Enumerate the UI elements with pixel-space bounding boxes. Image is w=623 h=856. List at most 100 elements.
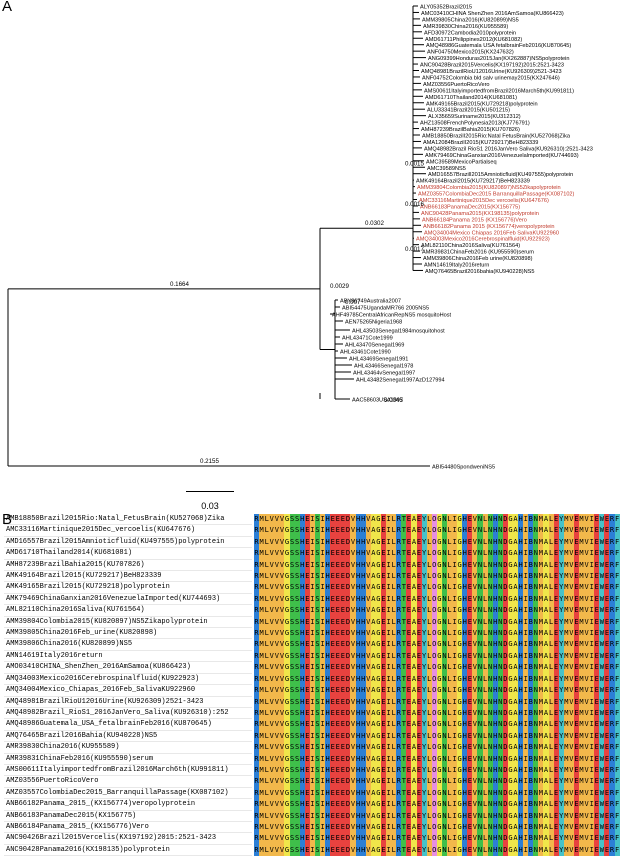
alignment-residue: T [401,571,407,583]
alignment-residue: V [568,525,574,537]
alignment-residue: A [411,799,417,811]
alignment-residue: N [487,650,493,663]
tree-tip-label: AMH87239BrazilBahia2015(KU707826) [421,127,520,133]
alignment-residue: E [340,639,346,651]
alignment-residue: I [386,662,392,674]
tree-branch-length-label: 0.007 [345,299,361,306]
alignment-residue: L [264,719,270,731]
alignment-residue: L [548,514,554,526]
alignment-residue: I [452,514,458,526]
alignment-residue: H [355,764,361,777]
alignment-residue: H [518,764,524,777]
alignment-residue: E [304,799,310,811]
alignment-residue: A [370,685,376,697]
alignment-residue: M [579,548,585,560]
alignment-residue: Y [421,742,427,754]
alignment-residue: H [518,639,524,651]
alignment-residue: G [436,616,442,629]
alignment-residue: R [254,548,260,560]
alignment-residue: M [563,559,569,572]
alignment-residue: H [355,753,361,765]
alignment-residue: V [365,719,371,731]
alignment-residue: Y [421,639,427,651]
alignment-residue: H [355,536,361,549]
alignment-residue: V [269,730,275,743]
alignment-residue: T [401,650,407,663]
alignment-residue: E [416,616,422,629]
alignment-residue: H [462,742,468,754]
alignment-residue: V [350,514,356,526]
alignment-residue: V [584,514,590,526]
alignment-residue: I [320,616,326,629]
alignment-residue: F [614,548,620,560]
alignment-residue: E [304,776,310,788]
alignment-residue: B [528,662,534,674]
alignment-residue: I [523,605,529,617]
alignment-residue: V [584,673,590,686]
alignment-residue: E [406,514,412,526]
alignment-residue: V [472,810,478,822]
alignment-residue: E [416,685,422,697]
alignment-residue: L [446,593,453,606]
alignment-residue: R [609,639,615,651]
alignment-sequence-name: ANB66183PanamaDec2015(KX156775) [4,811,252,822]
alignment-residue: D [345,764,351,777]
alignment-residue: L [264,593,270,606]
alignment-residue: N [441,707,447,720]
alignment-residue: H [518,742,524,754]
alignment-residue: I [309,799,315,811]
alignment-residue: T [401,673,407,686]
alignment-residue: S [294,548,300,560]
alignment-residue: E [467,753,473,765]
alignment-residue: V [568,799,574,811]
alignment-residue: V [274,605,280,617]
alignment-residue: M [579,628,585,640]
alignment-residue: L [426,730,432,743]
alignment-residue: E [604,548,610,560]
alignment-residue: L [264,525,270,537]
alignment-residue: E [304,639,310,651]
alignment-residue: H [360,662,366,674]
alignment-residue: H [355,639,361,651]
alignment-residue: I [386,742,392,754]
alignment-sequence-name: ANC90426Brazil2015Vercelis(KX197192)2015… [4,833,252,845]
alignment-residue: V [350,742,356,754]
alignment-residue: L [391,605,397,617]
alignment-residue: I [452,662,458,674]
alignment-residue: E [335,662,341,674]
alignment-residue: M [259,787,265,800]
alignment-residue: I [589,628,595,640]
alignment-residue: H [492,536,498,549]
alignment-residue: H [462,719,468,731]
alignment-residue: G [284,685,290,697]
alignment-sequence-name: AMK49164Brazil2015(KU729217)BeH823339 [4,571,252,583]
alignment-residue: H [299,582,305,594]
alignment-residue: V [274,639,280,651]
alignment-residue: H [355,571,361,583]
alignment-residue: G [436,605,442,617]
alignment-residue: S [314,525,321,537]
alignment-residue: V [350,764,356,777]
alignment-residue: H [360,776,366,788]
alignment-residue: R [396,582,402,594]
alignment-residue: N [497,593,503,606]
alignment-residue: N [477,616,483,629]
alignment-residue: L [482,639,488,651]
alignment-residue: E [604,764,610,777]
alignment-residue: N [497,514,503,526]
alignment-residue: V [269,548,275,560]
alignment-residue: H [518,673,524,686]
alignment-residue: R [396,753,402,765]
alignment-residue: H [299,685,305,697]
alignment-residue: I [589,810,595,822]
alignment-sequence-name: AMR39831ChinaFeb2016(KU955590)serum [4,754,252,765]
alignment-residue: H [355,685,361,697]
alignment-residue: V [274,616,280,629]
alignment-residue: N [477,662,483,674]
alignment-residue: S [294,605,300,617]
alignment-residue: L [391,571,397,583]
